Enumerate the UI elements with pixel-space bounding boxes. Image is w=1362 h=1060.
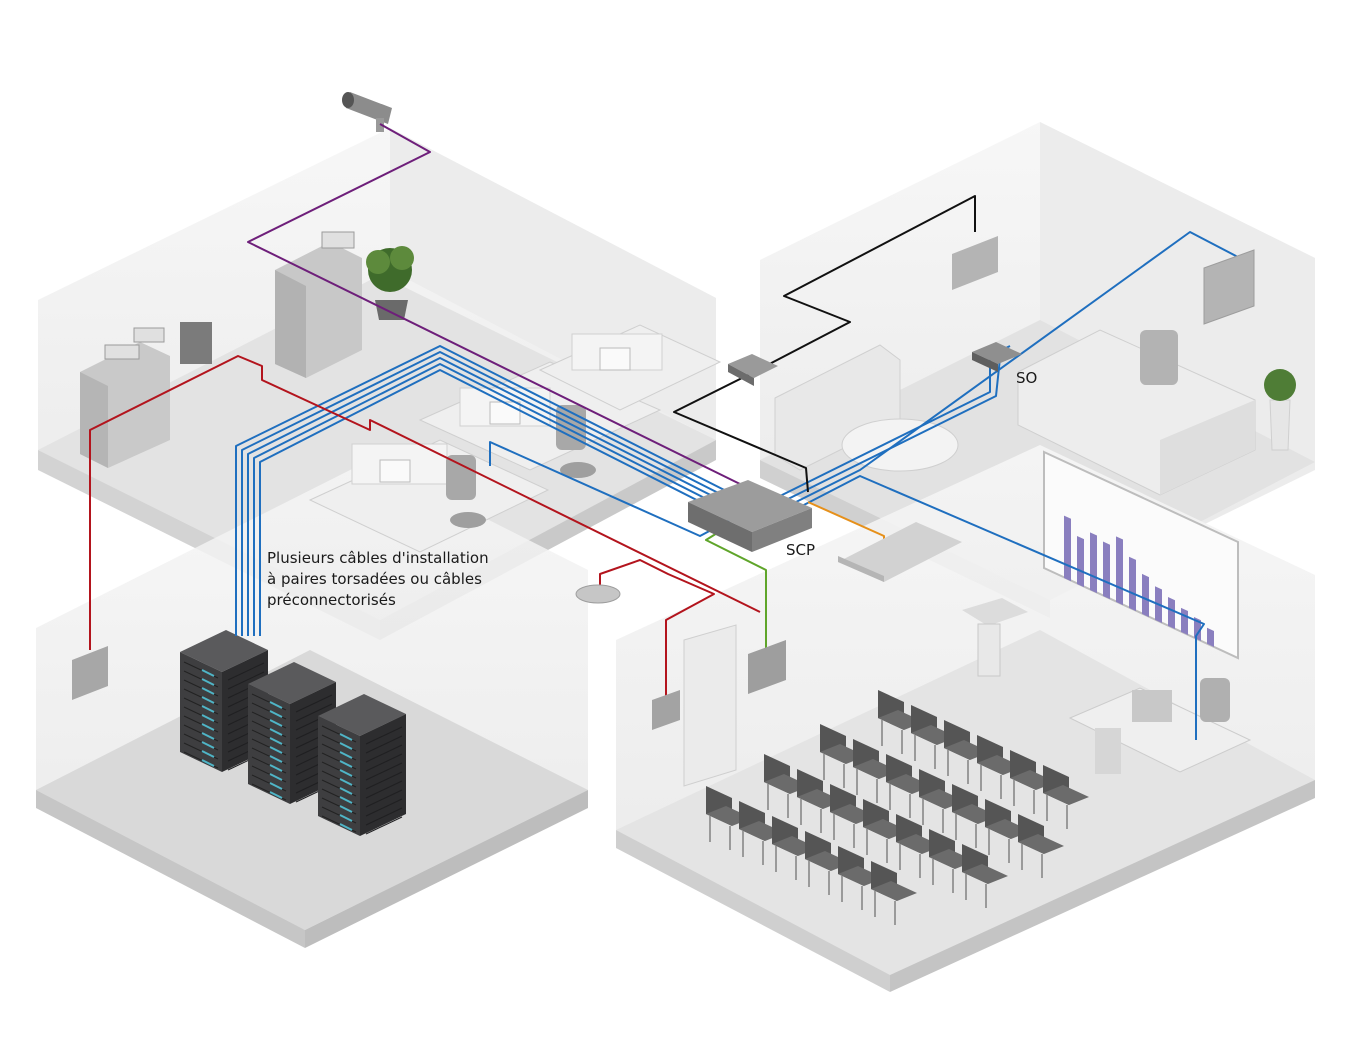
chart-icon-bar <box>1142 573 1149 618</box>
server-racks <box>180 630 406 836</box>
scp-label: SCP <box>786 541 816 559</box>
chart-icon-bar <box>1181 607 1188 636</box>
devices <box>72 236 1255 730</box>
chart-icon-bar <box>1116 536 1123 606</box>
cables-label-line-1: Plusieurs câbles d'installation <box>267 549 489 567</box>
cables-label-line-3: préconnectorisés <box>267 591 396 609</box>
chair-icon <box>985 799 1031 863</box>
cable-purple <box>247 123 741 485</box>
server-rack-icon <box>318 694 406 836</box>
chart-icon-bar <box>1077 535 1084 588</box>
cable-green <box>705 529 767 656</box>
cable-red-wall <box>599 559 715 700</box>
chart-icon-bar <box>1064 515 1071 582</box>
chair-icon <box>1018 814 1064 878</box>
chair-icon <box>962 844 1008 908</box>
cable-black <box>673 195 976 493</box>
chair-icon <box>871 861 917 925</box>
chair-icon <box>838 846 884 910</box>
chart-icon-bar <box>1207 627 1214 647</box>
cable-red <box>89 355 761 650</box>
chart-icon-bar <box>1103 541 1110 600</box>
chart-icon-bar <box>1168 597 1175 630</box>
chair-rows <box>706 690 1089 925</box>
cables-label-line-2: à paires torsadées ou câbles <box>267 570 482 588</box>
chart-icon-bar <box>1090 532 1097 594</box>
cables <box>89 123 1237 740</box>
chair-icon <box>797 769 843 833</box>
chart-icon-bar <box>1129 556 1136 612</box>
scp-switch-icon <box>688 480 812 552</box>
cables-label: Plusieurs câbles d'installation à paires… <box>267 548 489 611</box>
chair-icon <box>1043 765 1089 829</box>
so-label: SO <box>1016 369 1038 387</box>
cable-bundle-blue <box>235 345 745 636</box>
office-furniture <box>80 231 722 553</box>
conference-furniture <box>706 450 1252 925</box>
